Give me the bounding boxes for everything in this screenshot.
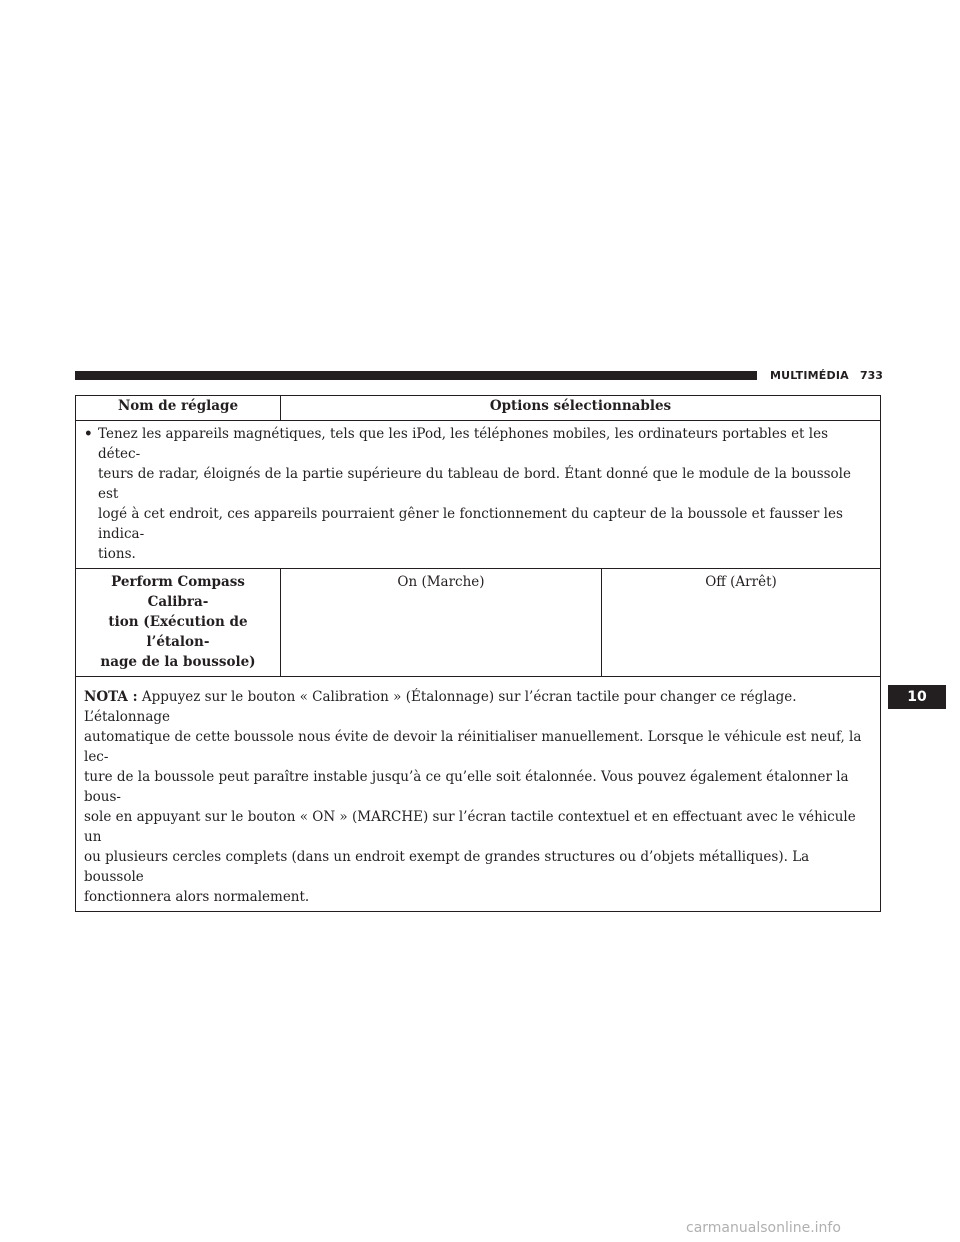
bullet-line: tions. xyxy=(98,546,136,562)
nota-cell: NOTA : Appuyez sur le bouton « Calibrati… xyxy=(75,676,881,912)
column-header-options: Options sélectionnables xyxy=(280,395,881,421)
option-on: On (Marche) xyxy=(280,568,602,677)
bullet-line: teurs de radar, éloignés de la partie su… xyxy=(98,466,851,502)
header-rule xyxy=(75,371,757,380)
nota-line: Appuyez sur le bouton « Calibration » (É… xyxy=(84,689,797,725)
chapter-tab: 10 xyxy=(888,685,946,709)
setting-name-line: Perform Compass Calibra- xyxy=(111,574,245,610)
nota-line: ou plusieurs cercles complets (dans un e… xyxy=(84,849,810,885)
nota-line: fonctionnera alors normalement. xyxy=(84,889,310,905)
setting-name-cell: Perform Compass Calibra- tion (Exécution… xyxy=(75,568,281,677)
bullet-item: • Tenez les appareils magnétiques, tels … xyxy=(84,424,870,564)
watermark: carmanualsonline.info xyxy=(686,1220,841,1236)
table-header-row: Nom de réglage Options sélectionnables xyxy=(75,395,881,421)
nota-line: sole en appuyant sur le bouton « ON » (M… xyxy=(84,809,856,845)
bullet-icon: • xyxy=(84,426,93,442)
section-title: MULTIMÉDIA xyxy=(770,369,849,382)
column-header-setting-name: Nom de réglage xyxy=(75,395,281,421)
setting-name-line: nage de la boussole) xyxy=(100,654,256,670)
bullet-text: Tenez les appareils magnétiques, tels qu… xyxy=(98,424,870,564)
table-row-calibration: Perform Compass Calibra- tion (Exécution… xyxy=(75,568,881,677)
bullet-line: Tenez les appareils magnétiques, tels qu… xyxy=(98,426,829,462)
settings-table: Nom de réglage Options sélectionnables •… xyxy=(75,395,881,912)
table-row-nota: NOTA : Appuyez sur le bouton « Calibrati… xyxy=(75,676,881,912)
bullet-line: logé à cet endroit, ces appareils pourra… xyxy=(98,506,843,542)
page-number: 733 xyxy=(860,369,883,382)
option-off: Off (Arrêt) xyxy=(601,568,881,677)
nota-label: NOTA : xyxy=(84,689,138,705)
table-row-warning: • Tenez les appareils magnétiques, tels … xyxy=(75,420,881,569)
nota-line: automatique de cette boussole nous évite… xyxy=(84,729,862,765)
warning-cell: • Tenez les appareils magnétiques, tels … xyxy=(75,420,881,569)
setting-name-line: tion (Exécution de l’étalon- xyxy=(108,614,248,650)
nota-line: ture de la boussole peut paraître instab… xyxy=(84,769,849,805)
